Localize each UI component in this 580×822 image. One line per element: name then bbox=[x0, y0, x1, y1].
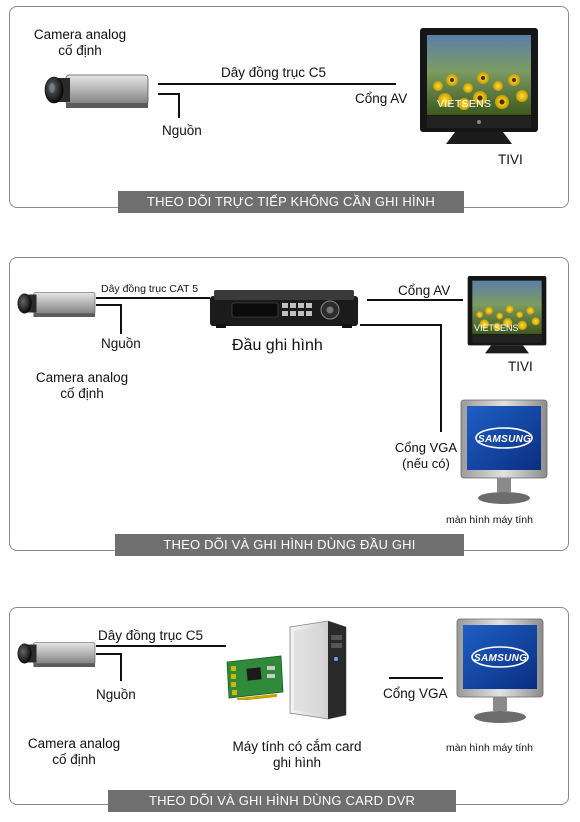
vga-cable-line bbox=[389, 677, 443, 679]
tv-brand: VIETSENS bbox=[474, 323, 519, 333]
av-port-label: Cổng AV bbox=[355, 91, 408, 106]
tv-brand: VIETSENS bbox=[437, 98, 492, 110]
monitor-brand: SAMSUNG bbox=[478, 434, 532, 445]
section-banner: THEO DÕI VÀ GHI HÌNH DÙNG ĐẦU GHI bbox=[115, 534, 464, 556]
power-label: Nguồn bbox=[101, 336, 141, 351]
power-line bbox=[120, 304, 122, 334]
section-banner: THEO DÕI TRỰC TIẾP KHÔNG CẦN GHI HÌNH bbox=[118, 191, 464, 213]
cable-label: Dây đồng trục CAT 5 bbox=[101, 283, 199, 295]
power-line bbox=[178, 93, 180, 118]
cable-label: Dây đồng trục C5 bbox=[98, 628, 204, 643]
tv-label: TIVI bbox=[508, 359, 533, 374]
computer-monitor-icon bbox=[460, 399, 548, 504]
computer-monitor-icon bbox=[456, 618, 544, 723]
av-cable-line bbox=[367, 299, 463, 301]
coax-cable-line bbox=[158, 83, 396, 85]
section-banner: THEO DÕI VÀ GHI HÌNH DÙNG CARD DVR bbox=[108, 790, 456, 812]
analog-camera-icon bbox=[17, 641, 96, 667]
recorder-label: Đầu ghi hình bbox=[232, 337, 323, 354]
vga-port-label: Cổng VGA bbox=[383, 686, 448, 701]
tv-label: TIVI bbox=[498, 152, 523, 167]
tv-icon bbox=[420, 28, 538, 144]
cable-label: Dây đồng trục C5 bbox=[221, 65, 327, 80]
tv-icon bbox=[467, 276, 547, 354]
analog-camera-icon bbox=[17, 291, 96, 317]
monitor-brand: SAMSUNG bbox=[474, 653, 528, 664]
vga-port-label: Cổng VGA(nếu có) bbox=[394, 440, 458, 471]
dvr-card-icon bbox=[226, 655, 284, 700]
power-line bbox=[96, 653, 122, 655]
coax-cable-line bbox=[96, 297, 210, 299]
power-label: Nguồn bbox=[96, 687, 136, 702]
monitor-label: màn hình máy tính bbox=[446, 742, 533, 754]
vga-cable-line bbox=[440, 324, 442, 432]
vga-cable-line bbox=[360, 324, 442, 326]
desktop-computer-icon bbox=[289, 620, 347, 720]
analog-camera-icon bbox=[44, 74, 149, 108]
coax-cable-line bbox=[96, 645, 226, 647]
monitor-label: màn hình máy tính bbox=[446, 514, 533, 526]
dvr-recorder-icon bbox=[210, 290, 358, 328]
av-port-label: Cổng AV bbox=[398, 283, 451, 298]
power-line bbox=[158, 93, 180, 95]
power-line bbox=[120, 653, 122, 681]
power-label: Nguồn bbox=[162, 123, 202, 138]
power-line bbox=[96, 304, 122, 306]
